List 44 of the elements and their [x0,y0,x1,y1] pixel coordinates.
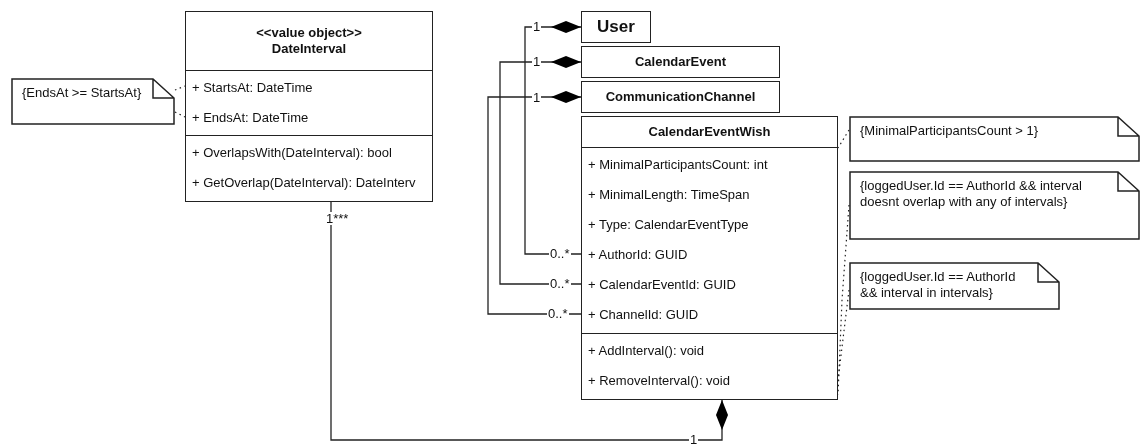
composition-line [487,91,582,315]
attribute-text: + MinimalParticipantsCount: int [587,156,769,174]
composition-line [524,21,582,255]
note-connector [174,111,186,118]
class-name: CommunicationChannel [605,89,756,105]
method-text: + OverlapsWith(DateInterval): bool [191,144,393,162]
attribute-text: + Type: CalendarEventType [587,216,750,234]
multiplicity-label: 1 [689,433,699,446]
constraint-text: {EndsAt >= StartsAt} [22,85,143,101]
method-text: + AddInterval(): void [587,342,705,360]
class-name: CalendarEvent [634,54,726,70]
class-name: User [597,19,635,35]
constraint-note [11,78,175,125]
stereotype-label: <<value object>> [256,25,362,41]
multiplicity-label: 0..* [549,277,571,290]
class-name: CalendarEventWish [648,124,771,140]
composition-line [330,201,728,441]
class-name: DateInterval [271,41,347,57]
multiplicity-label: 1 [532,91,542,104]
class-box [581,46,780,78]
multiplicity-label: 0..* [549,247,571,260]
constraint-text: {loggedUser.Id == AuthorId && interval in intervals} [860,269,1017,301]
constraint-note [849,116,1140,162]
multiplicity-label: 0..* [547,307,569,320]
multiplicity-label: 1 [532,20,542,33]
multiplicity-label: 1*** [325,212,350,225]
constraint-note [849,262,1060,310]
class-box [581,81,780,113]
attribute-text: + AuthorId: GUID [587,246,689,264]
attribute-text: + ChannelId: GUID [587,306,700,324]
constraint-text: {loggedUser.Id == AuthorId && interval doesnt overlap with any of intervals} [860,178,1083,210]
attribute-text: + StartsAt: DateTime [191,79,314,97]
method-text: + GetOverlap(DateInterval): DateInterv [191,174,417,192]
attribute-text: + EndsAt: DateTime [191,109,310,127]
attribute-text: + MinimalLength: TimeSpan [587,186,751,204]
method-text: + RemoveInterval(): void [587,372,731,390]
composition-line [499,56,582,285]
class-box [185,11,433,202]
constraint-text: {MinimalParticipantsCount > 1} [860,123,1040,139]
class-box [581,11,651,43]
attribute-text: + CalendarEventId: GUID [587,276,737,294]
constraint-note [849,171,1140,240]
class-box [581,116,838,400]
multiplicity-label: 1 [532,55,542,68]
